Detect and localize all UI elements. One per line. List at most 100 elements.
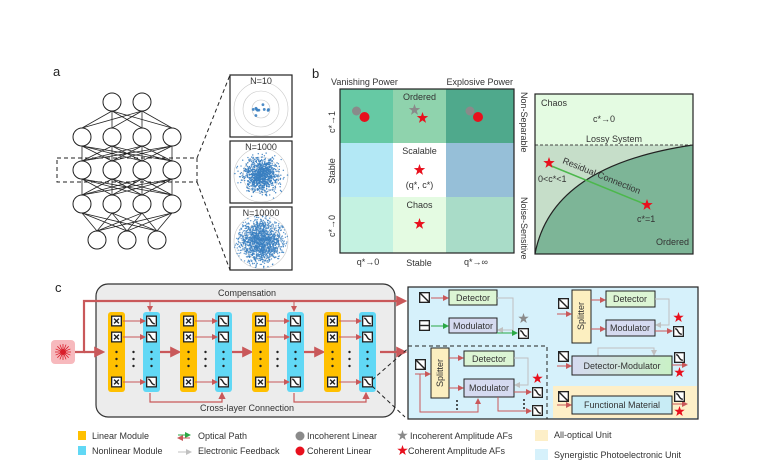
scatter-point <box>268 179 270 181</box>
scatter-point <box>266 169 268 171</box>
compensation-path <box>75 295 408 354</box>
scatter-point <box>255 182 258 184</box>
scatter-point <box>267 183 269 186</box>
scatter-point <box>265 183 267 186</box>
scatter-point <box>254 164 256 167</box>
scatter-point <box>268 180 270 182</box>
scatter-point <box>272 240 274 243</box>
scatter-point <box>246 165 249 168</box>
scatter-point <box>251 182 254 185</box>
scatter-point <box>270 158 272 160</box>
scatter-point <box>262 183 264 185</box>
scatter-point <box>250 248 252 251</box>
dot <box>222 357 225 361</box>
scatter-point <box>239 242 242 244</box>
scatter-point <box>274 192 277 194</box>
scatter-point <box>247 231 250 234</box>
dot <box>132 357 135 361</box>
explosive-power-label: Explosive Power <box>446 77 513 87</box>
scatter-point <box>260 220 263 222</box>
modulator-label-1: Modulator <box>453 321 493 331</box>
scatter-point <box>266 162 268 164</box>
scatter-point <box>239 229 241 231</box>
coherent-linear-marker <box>359 112 370 122</box>
scatter-point <box>257 216 260 219</box>
scatter-point <box>244 238 247 240</box>
scatter-point <box>267 219 269 222</box>
scatter-point <box>250 160 253 163</box>
scatter-point <box>250 163 253 165</box>
scatter-point <box>238 245 240 248</box>
scatter-point <box>267 265 269 268</box>
scatter-point <box>246 186 248 189</box>
scatter-point <box>278 251 281 254</box>
scatter-point <box>252 234 255 236</box>
scatter-point <box>256 245 259 247</box>
scatter-point <box>273 237 276 240</box>
scatter-point <box>260 175 262 178</box>
scatter-point <box>239 173 242 175</box>
dot <box>259 357 262 361</box>
scatter-point <box>236 237 238 240</box>
grid-cell-label: Ordered <box>403 92 436 102</box>
scatter-point <box>245 164 248 166</box>
network-edge <box>111 110 143 129</box>
legend-coherent-afs-label: Coherent Amplitude AFs <box>408 446 506 456</box>
grid-cell <box>446 197 514 253</box>
scatter-point <box>266 224 269 226</box>
scatter-point <box>249 233 252 235</box>
scatter-point <box>255 240 258 242</box>
scatter-point <box>271 255 273 257</box>
scatter-point <box>250 259 252 261</box>
scatter-point <box>253 184 255 186</box>
scatter-point <box>268 229 271 231</box>
scatter-point <box>265 185 268 187</box>
legend-coherent-circle <box>295 446 305 456</box>
scatter-point <box>281 241 283 243</box>
scatter-point <box>281 249 283 251</box>
scatter-point <box>240 171 243 174</box>
scatter-point <box>256 157 258 159</box>
scatter-point <box>244 227 246 230</box>
scatter-point <box>260 236 262 238</box>
scatter-point <box>270 184 273 186</box>
scatter-point <box>261 259 263 261</box>
scatter-point <box>254 185 256 187</box>
scatter-point <box>270 179 272 182</box>
scatter-point <box>256 165 259 167</box>
scatter-point <box>268 166 271 168</box>
scatter-point <box>251 238 254 241</box>
scatter-point <box>260 243 263 246</box>
cross-layer-path-2 <box>293 391 370 403</box>
scatter-point <box>247 249 249 251</box>
scatter-point <box>247 259 250 262</box>
legend-incoherent-afs-label: Incoherent Amplitude AFs <box>410 431 513 441</box>
splitter-box-2 <box>571 289 592 344</box>
scatter-point <box>252 173 254 175</box>
scatter-point <box>255 261 257 263</box>
scatter-point <box>274 229 276 231</box>
grid-cell-label: Chaos <box>406 200 433 210</box>
scatter-point <box>263 229 266 231</box>
scatter-point <box>272 263 274 265</box>
scatter-point <box>251 242 254 245</box>
scatter-point <box>260 253 262 256</box>
linear-element-icon <box>327 315 338 327</box>
scatter-point <box>262 244 264 246</box>
bypass-path <box>419 374 481 413</box>
scatter-point <box>274 222 276 224</box>
c-to-1-label: c*→1 <box>327 111 337 133</box>
scatter-point <box>280 236 283 238</box>
scatter-point <box>286 174 289 176</box>
scatter-point <box>246 173 248 176</box>
scatter-point <box>268 250 271 252</box>
scatter-point <box>241 245 244 248</box>
scatter-point <box>267 174 269 176</box>
scatter-point <box>264 217 266 219</box>
scatter-point <box>269 233 272 236</box>
scatter-point <box>274 244 276 246</box>
legend-optical-label: Optical Path <box>198 431 247 441</box>
scatter-point <box>251 260 253 262</box>
linear-element-icon <box>255 315 266 327</box>
scatter-point <box>262 261 264 263</box>
